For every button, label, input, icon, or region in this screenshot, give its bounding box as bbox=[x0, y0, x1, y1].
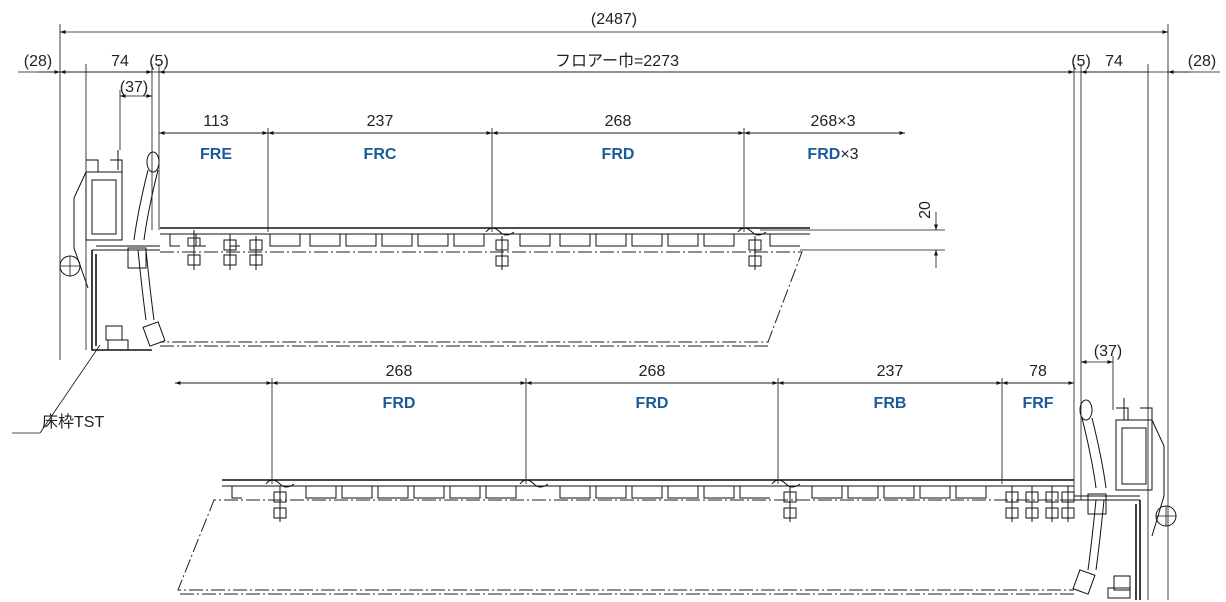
left-37-dimension: (37) bbox=[119, 79, 152, 150]
right-5-label: (5) bbox=[1071, 53, 1091, 70]
left-side-frame bbox=[59, 150, 166, 351]
upper-dim-1: 113 bbox=[203, 113, 229, 130]
lower-code-2: FRD bbox=[636, 395, 669, 412]
upper-code-4: FRD bbox=[807, 146, 840, 163]
upper-code-3: FRD bbox=[602, 146, 635, 163]
lower-row-dimensions: 268 268 237 78 FRD FRD FRB FRF bbox=[175, 363, 1074, 484]
lower-code-1: FRD bbox=[383, 395, 416, 412]
lower-dim-2: 268 bbox=[639, 363, 666, 380]
right-74-label: 74 bbox=[1105, 53, 1123, 70]
left-74-label: 74 bbox=[111, 53, 129, 70]
lower-floor-section bbox=[177, 479, 1075, 595]
upper-dim-2: 237 bbox=[367, 113, 394, 130]
height-20-label: 20 bbox=[917, 201, 934, 219]
upper-code-4-suffix: ×3 bbox=[840, 146, 858, 163]
left-28-label: (28) bbox=[24, 53, 52, 70]
upper-dim-3: 268 bbox=[605, 113, 632, 130]
upper-code-1: FRE bbox=[200, 146, 232, 163]
lower-code-3: FRB bbox=[874, 395, 907, 412]
floor-width-label: フロアー巾=2273 bbox=[555, 52, 679, 70]
upper-floor-section bbox=[160, 227, 810, 347]
right-side-frame bbox=[1072, 398, 1177, 600]
upper-row-dimensions: 113 237 268 268×3 FRE FRC FRD FRD×3 bbox=[159, 113, 905, 232]
right-37-label: (37) bbox=[1094, 343, 1122, 360]
frame-tst-callout: 床枠TST bbox=[12, 344, 104, 434]
right-37-dimension: (37) bbox=[1081, 343, 1122, 410]
right-28-label: (28) bbox=[1188, 53, 1216, 70]
second-dimension-row: (28) 74 (5) フロアー巾=2273 (5) 74 (28) bbox=[18, 52, 1220, 600]
upper-bolts bbox=[187, 230, 762, 270]
lower-bolts bbox=[273, 486, 1075, 522]
upper-code-2: FRC bbox=[364, 146, 397, 163]
overall-width-label: (2487) bbox=[591, 11, 637, 28]
frame-tst-label: 床枠TST bbox=[42, 413, 104, 431]
left-37-label: (37) bbox=[120, 79, 148, 96]
lower-dim-1: 268 bbox=[386, 363, 413, 380]
overall-dimension: (2487) bbox=[59, 11, 1169, 600]
upper-code-4-group: FRD×3 bbox=[807, 146, 858, 163]
height-20-dimension: 20 bbox=[760, 201, 945, 268]
lower-code-4: FRF bbox=[1022, 395, 1053, 412]
lower-dim-4: 78 bbox=[1029, 363, 1047, 380]
left-5-label: (5) bbox=[149, 53, 169, 70]
upper-dim-4: 268×3 bbox=[811, 113, 856, 130]
lower-dim-3: 237 bbox=[877, 363, 904, 380]
